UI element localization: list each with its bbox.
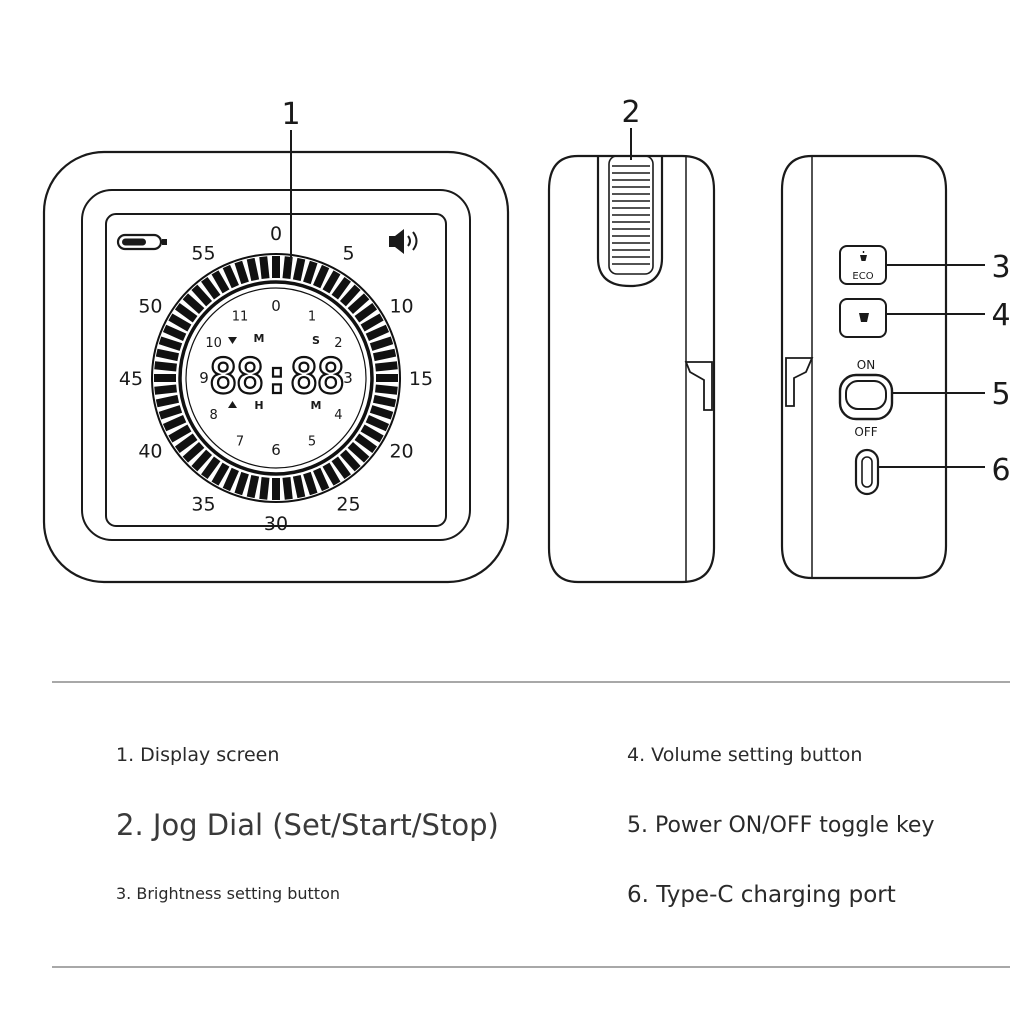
unit-label-minute-top: M — [254, 332, 265, 345]
legend-item-3: 3. Brightness setting button — [116, 884, 340, 903]
side-view-buttons — [780, 154, 948, 580]
jog-dial[interactable] — [596, 155, 664, 288]
inner-number: 3 — [343, 369, 353, 387]
outer-number: 50 — [138, 296, 162, 318]
outer-number: 30 — [264, 513, 288, 535]
eco-label: ECO — [852, 271, 873, 282]
inner-hour-numbers: 0 1 2 3 4 5 6 7 8 9 10 11 — [199, 297, 353, 459]
legend-item-4: 4. Volume setting button — [627, 744, 863, 766]
legend-item-1: 1. Display screen — [116, 744, 280, 766]
legend-item-2: 2. Jog Dial (Set/Start/Stop) — [116, 808, 499, 842]
callout-2: 2 — [621, 95, 640, 130]
dial-outer-circle — [151, 253, 401, 503]
speaker-icon — [389, 229, 418, 254]
inner-number: 5 — [308, 434, 316, 449]
dial-inner-circle — [178, 280, 374, 476]
side-view-jog-dial — [547, 154, 716, 584]
inner-number: 2 — [334, 336, 342, 351]
triangle-down-icon — [228, 337, 237, 344]
outer-number: 40 — [138, 441, 162, 463]
inner-number: 4 — [334, 408, 342, 423]
outer-number: 55 — [191, 242, 215, 264]
inner-number: 11 — [232, 310, 249, 325]
divider-bottom — [52, 966, 1010, 968]
legend-item-5: 5. Power ON/OFF toggle key — [627, 813, 935, 838]
inner-number: 8 — [210, 408, 218, 423]
callout-3: 3 — [991, 250, 1010, 285]
outer-number: 35 — [191, 494, 215, 516]
volume-button[interactable] — [839, 298, 887, 338]
power-toggle-key[interactable] — [838, 373, 894, 421]
digit-readout: 88:88 — [209, 349, 344, 405]
unit-label-hour: H — [254, 399, 263, 412]
front-bezel — [81, 189, 471, 541]
legend-item-6: 6. Type-C charging port — [627, 882, 896, 908]
off-label: OFF — [854, 425, 877, 439]
divider-top — [52, 681, 1010, 683]
display-screen — [105, 213, 447, 527]
unit-label-second: S — [312, 334, 320, 347]
inner-number: 7 — [236, 434, 244, 449]
on-label: ON — [857, 358, 875, 372]
inner-number: 9 — [199, 369, 209, 387]
dial-inner-ring — [185, 287, 367, 469]
type-c-port[interactable] — [854, 448, 880, 496]
speaker-small-icon — [859, 313, 869, 322]
inner-number: 6 — [271, 441, 281, 459]
callout-4: 4 — [991, 298, 1010, 333]
front-view — [42, 150, 510, 584]
brightness-button[interactable]: ECO — [839, 245, 887, 285]
triangle-up-icon — [228, 401, 237, 408]
outer-number: 5 — [342, 242, 354, 264]
dial-band — [163, 265, 389, 491]
outer-number: 10 — [389, 296, 413, 318]
bulb-icon — [860, 255, 867, 261]
inner-number: 10 — [205, 336, 222, 351]
inner-number: 1 — [308, 310, 316, 325]
outer-number: 0 — [270, 223, 282, 245]
inner-number: 0 — [271, 297, 281, 315]
callout-1: 1 — [281, 97, 300, 132]
callout-6: 6 — [991, 453, 1010, 488]
outer-number: 45 — [119, 368, 143, 390]
battery-icon — [116, 233, 167, 251]
outer-number: 25 — [336, 494, 360, 516]
outer-number: 20 — [389, 441, 413, 463]
unit-label-minute-bottom: M — [311, 399, 322, 412]
callout-5: 5 — [991, 377, 1010, 412]
dial-tick-ring — [154, 256, 398, 500]
outer-number: 15 — [409, 368, 433, 390]
